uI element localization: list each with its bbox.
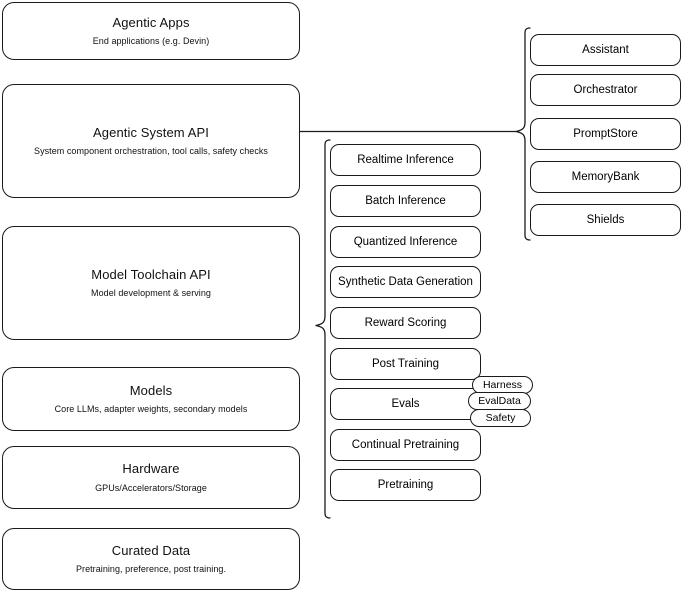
layer-title: Curated Data — [111, 542, 191, 558]
capability-box-continual-pretraining[interactable]: Continual Pretraining — [330, 429, 481, 461]
layer-title: Agentic Apps — [112, 14, 190, 30]
component-label: MemoryBank — [571, 170, 640, 183]
capability-box-post-training[interactable]: Post Training — [330, 348, 481, 380]
evals-badge-label: EvalData — [478, 394, 521, 407]
capability-label: Pretraining — [377, 478, 434, 491]
capability-box-batch-inference[interactable]: Batch Inference — [330, 185, 481, 217]
layer-subtitle: End applications (e.g. Devin) — [92, 36, 210, 46]
evals-badge-evaldata[interactable]: EvalData — [468, 392, 531, 410]
layer-subtitle: System component orchestration, tool cal… — [34, 146, 268, 156]
layer-title: Hardware — [122, 461, 180, 477]
evals-badge-label: Harness — [482, 378, 523, 391]
capability-label: Synthetic Data Generation — [338, 275, 473, 288]
capability-label: Post Training — [371, 357, 440, 370]
layer-title: Agentic System API — [93, 124, 209, 140]
component-box-orchestrator[interactable]: Orchestrator — [530, 74, 681, 106]
layer-box-hardware[interactable]: Hardware GPUs/Accelerators/Storage — [2, 446, 300, 509]
layer-subtitle: Model development & serving — [91, 288, 211, 298]
layer-box-curated-data[interactable]: Curated Data Pretraining, preference, po… — [2, 528, 300, 590]
capability-label: Batch Inference — [365, 194, 446, 207]
capability-box-evals[interactable]: Evals — [330, 388, 481, 420]
capability-box-quantized-inference[interactable]: Quantized Inference — [330, 226, 481, 258]
component-box-memorybank[interactable]: MemoryBank — [530, 161, 681, 193]
capability-label: Continual Pretraining — [351, 438, 460, 451]
layer-subtitle: Pretraining, preference, post training. — [75, 564, 227, 574]
capability-label: Evals — [391, 397, 420, 410]
capability-box-pretraining[interactable]: Pretraining — [330, 469, 481, 501]
layer-box-model-toolchain-api[interactable]: Model Toolchain API Model development & … — [2, 226, 300, 340]
evals-badge-label: Safety — [485, 411, 516, 424]
connector-line-agentic-system-api — [300, 120, 522, 144]
component-box-promptstore[interactable]: PromptStore — [530, 118, 681, 150]
capability-box-reward-scoring[interactable]: Reward Scoring — [330, 307, 481, 339]
component-label: Shields — [586, 213, 625, 226]
brace-toolchain-capabilities — [306, 138, 332, 522]
layer-box-models[interactable]: Models Core LLMs, adapter weights, secon… — [2, 367, 300, 431]
component-label: PromptStore — [573, 127, 638, 140]
component-label: Orchestrator — [573, 83, 638, 96]
layer-box-agentic-system-api[interactable]: Agentic System API System component orch… — [2, 84, 300, 198]
layer-subtitle: Core LLMs, adapter weights, secondary mo… — [54, 404, 248, 414]
layer-title: Models — [129, 382, 173, 398]
capability-label: Reward Scoring — [364, 316, 447, 329]
component-label: Assistant — [582, 43, 629, 56]
capability-box-realtime-inference[interactable]: Realtime Inference — [330, 144, 481, 176]
capability-box-synthetic-data-generation[interactable]: Synthetic Data Generation — [330, 266, 481, 298]
component-box-assistant[interactable]: Assistant — [530, 34, 681, 66]
component-box-shields[interactable]: Shields — [530, 204, 681, 236]
layer-subtitle: GPUs/Accelerators/Storage — [95, 482, 207, 493]
layer-title: Model Toolchain API — [91, 266, 211, 282]
capability-label: Realtime Inference — [357, 153, 454, 166]
capability-label: Quantized Inference — [353, 235, 458, 248]
evals-badge-safety[interactable]: Safety — [470, 409, 531, 427]
layer-box-agentic-apps[interactable]: Agentic Apps End applications (e.g. Devi… — [2, 2, 300, 60]
